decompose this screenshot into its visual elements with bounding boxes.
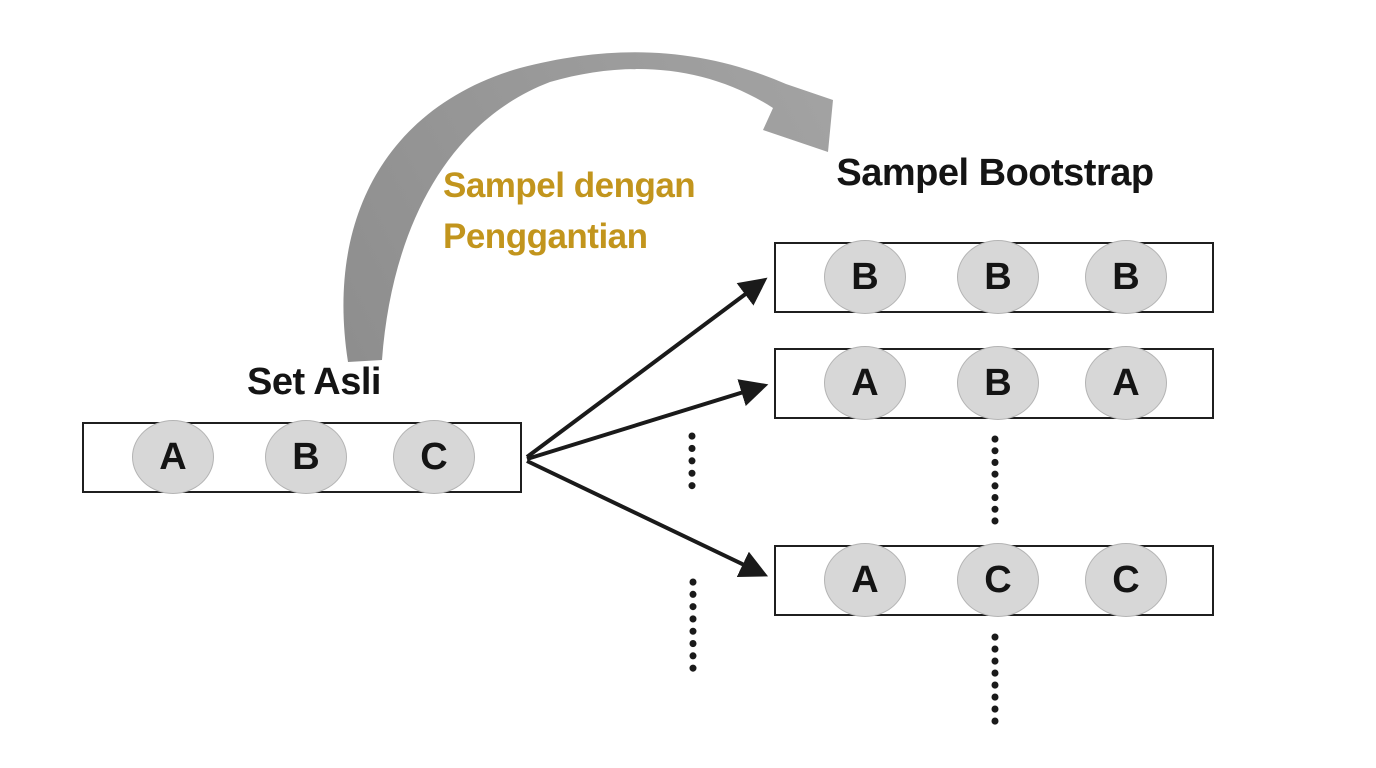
sample-arrow-2-icon <box>526 379 769 461</box>
sample-arrow-3-icon <box>526 459 769 577</box>
sampling-method-label-line2: Penggantian <box>443 217 648 256</box>
sampling-method-label: Sampel dengan Penggantian <box>443 160 696 262</box>
original-set-title: Set Asli <box>247 361 381 403</box>
original-item-3: C <box>393 420 475 494</box>
sample1-item-2: B <box>957 240 1039 314</box>
sample2-item-2: B <box>957 346 1039 420</box>
curved-replacement-arrow-icon <box>343 52 833 362</box>
sample-arrow-1-icon <box>525 277 768 459</box>
bootstrap-sample-box-2: A B A <box>774 346 1214 420</box>
bootstrap-sample-box-3: A C C <box>774 543 1214 617</box>
sample1-item-3: B <box>1085 240 1167 314</box>
bootstrap-sample-box-1: B B B <box>774 240 1214 314</box>
sample3-item-1: A <box>824 543 906 617</box>
sampling-method-label-line1: Sampel dengan <box>443 166 696 205</box>
bootstrap-samples-title: Sampel Bootstrap <box>836 152 1154 194</box>
original-item-1: A <box>132 420 214 494</box>
original-set-box: A B C <box>82 420 522 494</box>
sample3-item-2: C <box>957 543 1039 617</box>
sample2-item-1: A <box>824 346 906 420</box>
sample1-item-1: B <box>824 240 906 314</box>
sample3-item-3: C <box>1085 543 1167 617</box>
sample2-item-3: A <box>1085 346 1167 420</box>
original-item-2: B <box>265 420 347 494</box>
